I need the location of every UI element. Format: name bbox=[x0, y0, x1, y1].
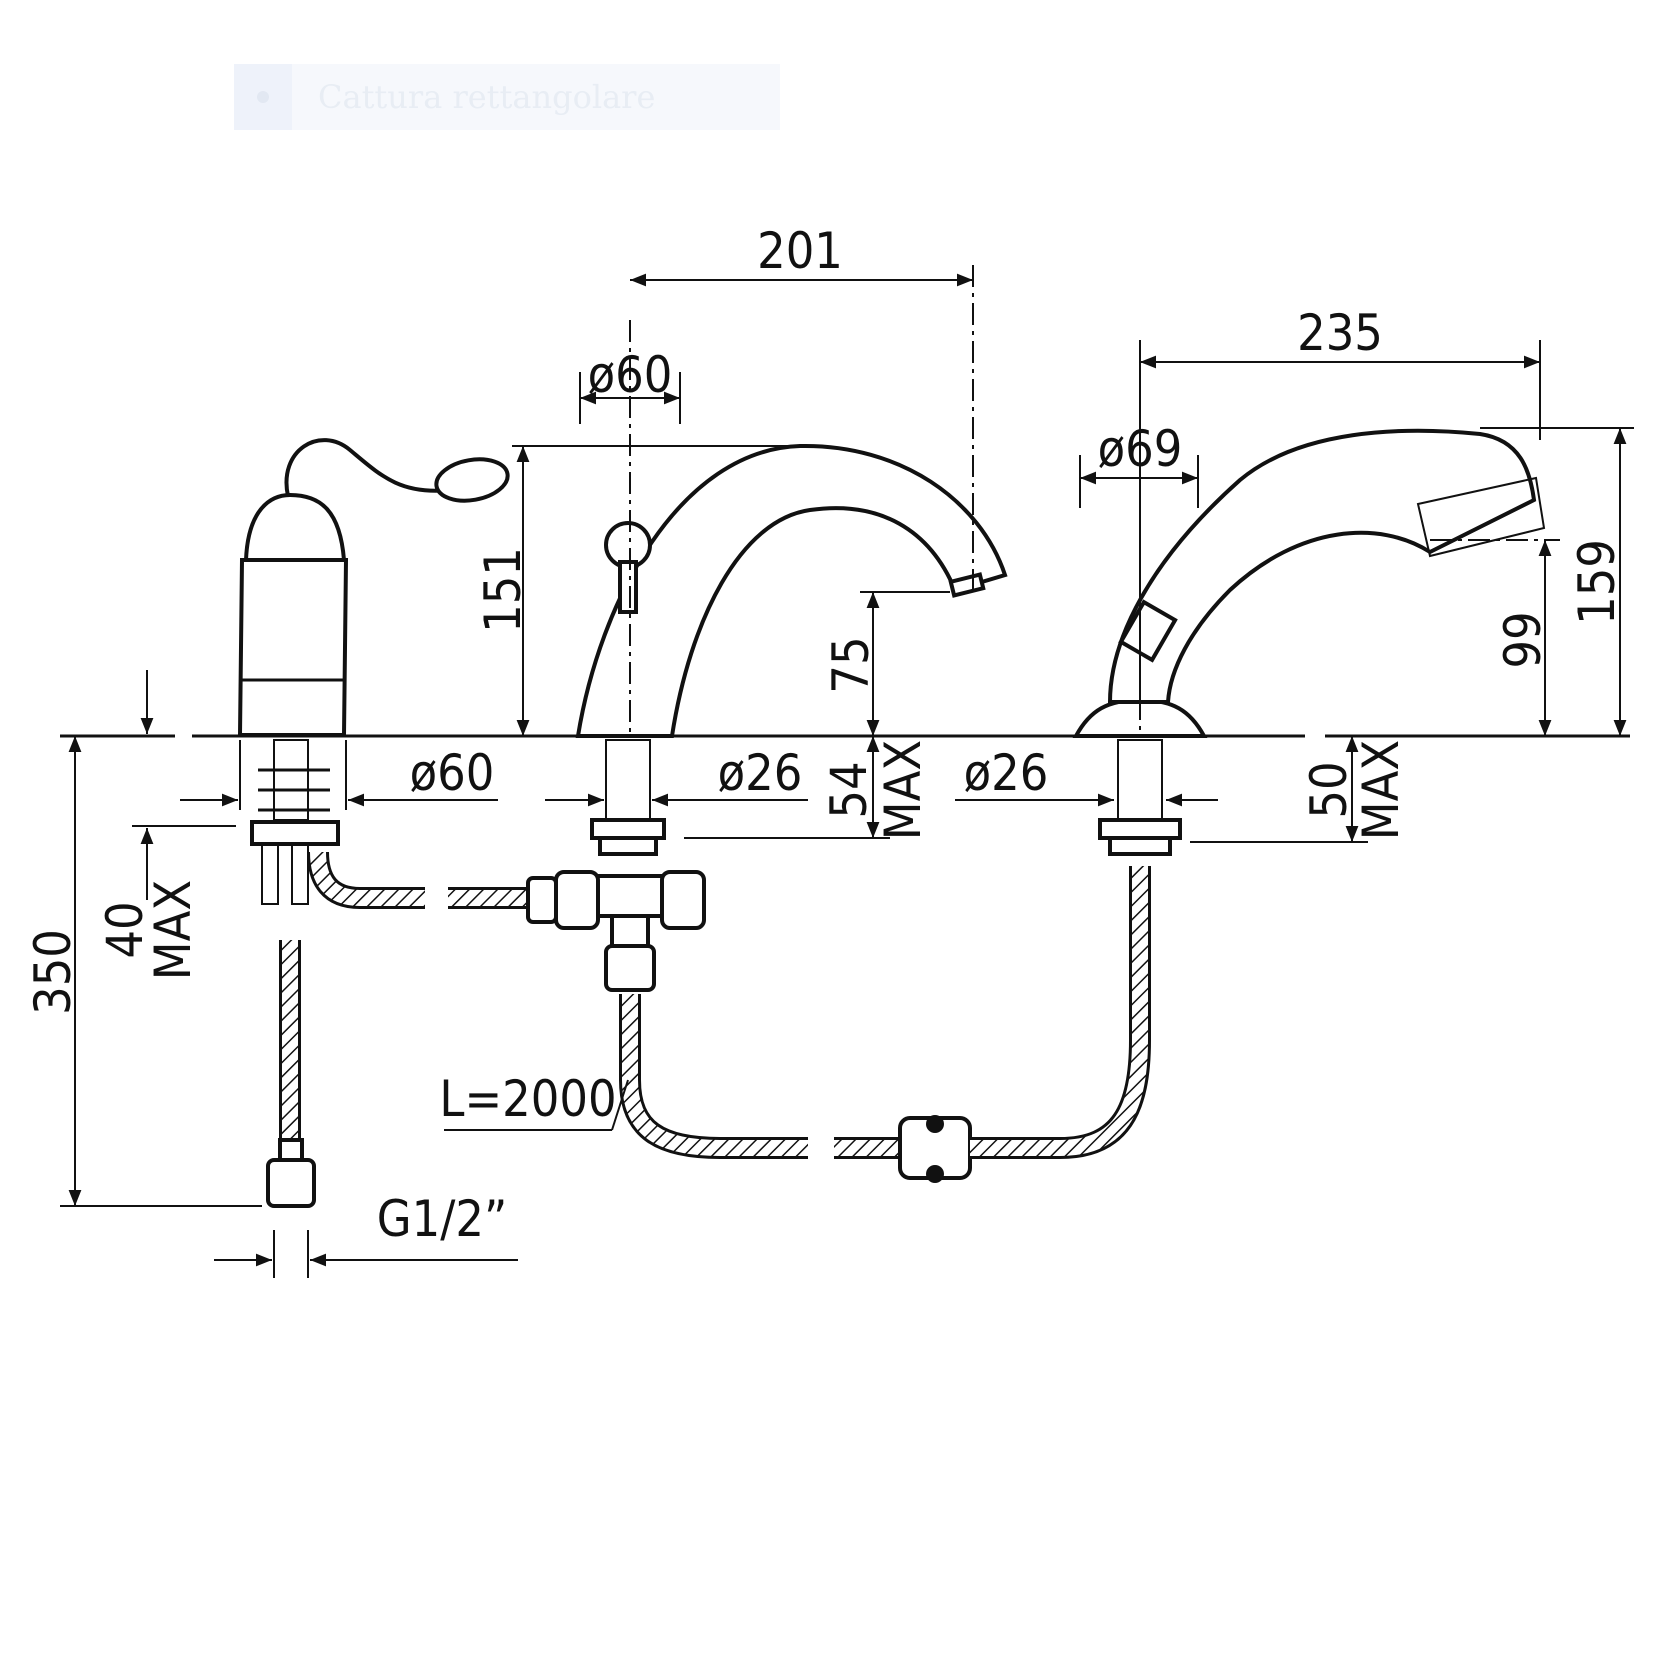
dim-75-label: 75 bbox=[822, 636, 880, 693]
dim-spout-outlet: 75 bbox=[822, 591, 950, 736]
dim-o60-top-label: ø60 bbox=[588, 346, 673, 404]
dim-151-label: 151 bbox=[474, 547, 532, 633]
dim-o69-label: ø69 bbox=[1098, 420, 1183, 478]
dim-350-label: 350 bbox=[24, 929, 82, 1015]
record-dot-icon bbox=[257, 91, 269, 103]
capture-icon-box bbox=[234, 64, 292, 130]
dim-spout-diameter: ø60 bbox=[579, 346, 681, 424]
dim-235-label: 235 bbox=[1297, 304, 1383, 362]
spout bbox=[575, 443, 1008, 856]
dim-201-label: 201 bbox=[757, 222, 843, 280]
dim-54-max-label: MAX bbox=[874, 740, 932, 840]
dim-shower-deck: 50 MAX bbox=[1190, 736, 1410, 843]
dim-shower-base: ø26 bbox=[955, 744, 1218, 807]
dim-o26-spout-label: ø26 bbox=[718, 744, 803, 802]
dim-hose-label: L=2000 bbox=[439, 1070, 616, 1128]
dim-supply-length: 350 bbox=[24, 736, 262, 1207]
dim-spout-deck: 54 MAX bbox=[684, 736, 932, 840]
dim-handle-base: ø60 bbox=[180, 740, 498, 810]
dim-shower-height: 159 bbox=[1480, 427, 1634, 736]
dim-spout-reach: 201 bbox=[629, 222, 974, 735]
dim-54-label: 54 bbox=[820, 761, 878, 818]
dim-thread: G1/2” bbox=[214, 1190, 518, 1278]
dim-40-max-label: MAX bbox=[144, 880, 202, 980]
dim-spout-base: ø26 bbox=[545, 744, 808, 807]
dim-50-label: 50 bbox=[1300, 761, 1358, 818]
dim-spout-height: 151 bbox=[474, 445, 800, 736]
rectangle-capture-overlay[interactable]: Cattura rettangolare bbox=[234, 64, 780, 130]
dim-o26-shower-label: ø26 bbox=[964, 744, 1049, 802]
dim-handle-deck: 40 MAX bbox=[96, 670, 236, 980]
capture-label: Cattura rettangolare bbox=[318, 78, 656, 116]
dim-hose-length: L=2000 bbox=[439, 1070, 629, 1131]
dim-40-label: 40 bbox=[96, 901, 154, 958]
dim-99-label: 99 bbox=[1494, 611, 1552, 668]
dim-shower-head: 99 bbox=[1430, 539, 1560, 736]
dim-50-max-label: MAX bbox=[1352, 740, 1410, 840]
supply-nut bbox=[266, 1138, 316, 1208]
tee-fitting bbox=[526, 870, 706, 992]
dim-thread-label: G1/2” bbox=[377, 1190, 508, 1248]
handle-valve bbox=[237, 438, 510, 905]
hand-shower bbox=[1072, 428, 1546, 856]
dim-159-label: 159 bbox=[1568, 539, 1626, 625]
hose-clamp bbox=[898, 1115, 972, 1183]
dim-o60-handle-label: ø60 bbox=[410, 744, 495, 802]
dim-shower-diameter: ø69 bbox=[1079, 420, 1199, 736]
